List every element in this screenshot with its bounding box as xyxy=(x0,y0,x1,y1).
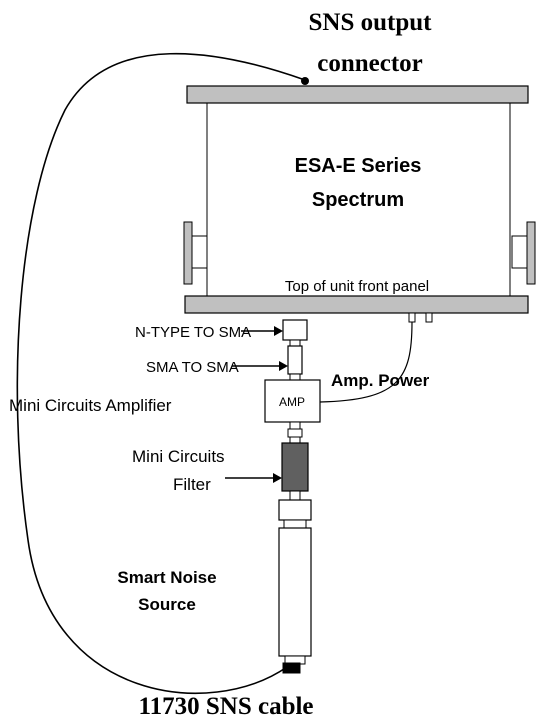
amp-out-connector xyxy=(289,421,301,430)
noise-source-adapter xyxy=(278,499,312,521)
mini-circuits-amplifier-label: Mini Circuits Amplifier xyxy=(9,396,172,415)
amp-power-label: Amp. Power xyxy=(331,371,430,390)
analyzer-label-line1: ESA-E Series xyxy=(295,155,422,177)
analyzer-right-handle xyxy=(526,221,536,285)
sma-adapter-neck xyxy=(289,373,301,381)
sma-to-sma-label: SMA TO SMA xyxy=(146,359,239,376)
analyzer-label-line2: Spectrum xyxy=(312,189,404,211)
filter-body xyxy=(281,442,309,492)
label-arrows xyxy=(225,326,288,483)
sns-output-label-line1: SNS output xyxy=(309,9,433,36)
sns-cable-label: 11730 SNS cable xyxy=(138,693,313,720)
sns-cable xyxy=(16,52,306,694)
sma-arrowhead xyxy=(279,361,288,371)
analyzer-left-handle-base xyxy=(191,235,208,269)
filter-label-line2: Filter xyxy=(173,475,211,494)
smart-noise-source-label-line1: Smart Noise xyxy=(117,568,216,587)
n-type-to-sma-adapter xyxy=(282,319,308,341)
amplifier-box xyxy=(264,379,321,423)
analyzer-front-panel xyxy=(184,295,529,314)
spectrum-analyzer xyxy=(183,85,536,323)
analyzer-left-handle xyxy=(183,221,193,285)
filter-bottom-connector xyxy=(289,490,301,501)
n-type-arrowhead xyxy=(274,326,283,336)
smart-noise-source-body xyxy=(278,527,312,657)
sma-to-sma-adapter xyxy=(287,345,303,375)
filter-top-connector xyxy=(289,436,301,444)
power-port-1 xyxy=(408,312,416,323)
filter-arrowhead xyxy=(273,473,282,483)
n-type-to-sma-label: N-TYPE TO SMA xyxy=(135,324,251,341)
front-panel-label: Top of unit front panel xyxy=(285,278,429,295)
analyzer-right-handle-base xyxy=(511,235,528,269)
smart-noise-source-label-line2: Source xyxy=(138,595,196,614)
amp-out-connector-2 xyxy=(287,428,303,438)
amp-power-cable xyxy=(319,321,413,403)
power-port-2 xyxy=(425,312,433,323)
signal-chain xyxy=(264,319,321,674)
filter-label-line1: Mini Circuits xyxy=(132,447,225,466)
amp-box-label: AMP xyxy=(279,395,305,409)
sns-output-label-line2: connector xyxy=(317,50,423,77)
sns-output-connector-dot xyxy=(301,77,309,85)
noise-source-connector xyxy=(282,662,301,674)
adapter-neck xyxy=(289,339,301,347)
analyzer-top-panel xyxy=(186,85,529,104)
noise-source-neck xyxy=(283,519,307,529)
